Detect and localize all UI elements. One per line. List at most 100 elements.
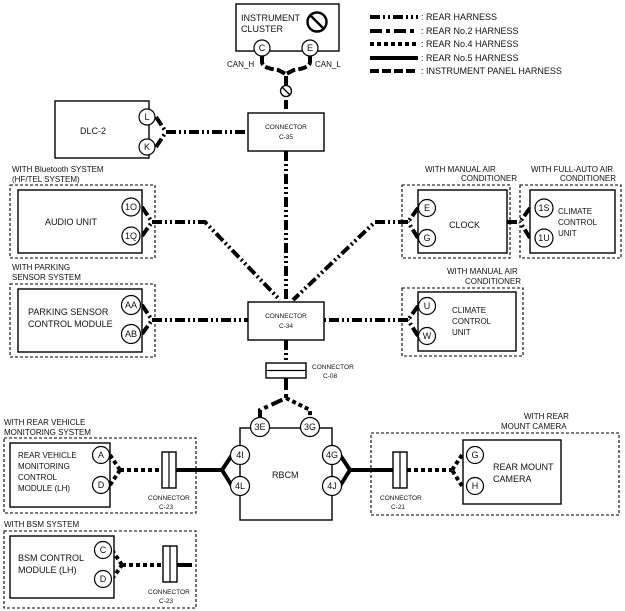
climate-manual-pin-u: U xyxy=(424,301,431,311)
connector-c21 xyxy=(392,451,408,489)
climate-manual-line2: CONTROL xyxy=(452,317,492,326)
rear-vehicle-pin-a: A xyxy=(98,450,104,460)
instrument-cluster-line1: INSTRUMENT xyxy=(241,13,300,23)
clock-pin-e: E xyxy=(424,203,430,213)
rear-vehicle-caption1: WITH REAR VEHICLE xyxy=(4,418,85,427)
bluetooth-caption2: (HF/TEL SYSTEM) xyxy=(12,175,80,184)
rbcm-pin-3e: 3E xyxy=(254,422,265,432)
rbcm-pin-4j: 4J xyxy=(327,481,337,491)
wire-c21-camera xyxy=(407,453,464,488)
c34-line2: C-34 xyxy=(279,323,293,330)
wire-c23-rbcm xyxy=(176,453,234,488)
rbcm-pin-4i: 4I xyxy=(236,450,244,460)
wire-audio xyxy=(140,205,282,302)
wire-c08-3e xyxy=(258,378,288,418)
wire-parking xyxy=(140,303,248,336)
clock-pin-g: G xyxy=(423,233,430,243)
rbcm-pin-4g: 4G xyxy=(326,450,338,460)
rear-vehicle-line1: REAR VEHICLE xyxy=(18,451,77,460)
clock-caption2: CONDITIONER xyxy=(461,174,517,183)
bsm-caption: WITH BSM SYSTEM xyxy=(4,520,79,529)
legend-label-rear: : REAR HARNESS xyxy=(421,12,497,22)
connector-c34: CONNECTOR C-34 xyxy=(247,301,325,341)
rear-vehicle-line3: CONTROL xyxy=(18,473,58,482)
bsm-line1: BSM CONTROL xyxy=(18,553,84,563)
wire-climate-manual xyxy=(324,304,420,338)
climate-manual-group: WITH MANUAL AIR CONDITIONER CLIMATE CONT… xyxy=(401,267,524,357)
audio-unit-label: AUDIO UNIT xyxy=(45,217,98,227)
climate-auto-group: WITH FULL-AUTO AIR CONDITIONER CLIMATE C… xyxy=(519,165,622,259)
wires xyxy=(108,56,532,581)
rear-camera-pin-g: G xyxy=(471,450,478,460)
dlc-label: DLC-2 xyxy=(80,126,106,136)
connector-c23-rear-vehicle xyxy=(161,451,177,489)
pin-c-icon xyxy=(253,39,271,57)
bsm-pin-d: D xyxy=(100,574,107,584)
climate-auto-pin-1s: 1S xyxy=(538,203,549,213)
bsm-group: WITH BSM SYSTEM BSM CONTROL MODULE (LH) … xyxy=(3,520,197,609)
rbcm-label: RBCM xyxy=(272,470,299,480)
rbcm: RBCM 3E 3G 4I 4L 4G 4J xyxy=(229,416,343,521)
bluetooth-group: WITH Bluetooth SYSTEM (HF/TEL SYSTEM) AU… xyxy=(9,165,156,259)
wire-can-l xyxy=(285,56,312,76)
legend-label-instrument-panel: : INSTRUMENT PANEL HARNESS xyxy=(421,66,562,76)
rear-vehicle-pin-d: D xyxy=(98,480,105,490)
wire-bsm xyxy=(110,548,163,581)
prohibited-icon xyxy=(306,11,328,33)
legend-label-rear-no5: : REAR No.5 HARNESS xyxy=(421,53,519,63)
rbcm-pin-3g: 3G xyxy=(304,422,316,432)
parking-group: WITH PARKING SENSOR SYSTEM PARKING SENSO… xyxy=(9,263,156,358)
c08-line1: CONNECTOR xyxy=(312,364,354,371)
wire-clock xyxy=(291,206,420,302)
legend-label-rear-no4: : REAR No.4 HARNESS xyxy=(421,39,519,49)
can-h-label: CAN_H xyxy=(227,60,254,69)
c35-line1: CONNECTOR xyxy=(265,124,307,131)
connector-c35: CONNECTOR C-35 xyxy=(247,112,325,152)
dlc-pin-l: L xyxy=(144,112,149,122)
wire-dlc xyxy=(154,115,248,149)
climate-auto-caption2: CONDITIONER xyxy=(560,174,616,183)
climate-auto-line1: CLIMATE xyxy=(558,207,592,216)
climate-manual-pin-w: W xyxy=(423,331,432,341)
dlc-2: DLC-2 L K xyxy=(54,100,156,159)
rear-vehicle-conn-line2: C-23 xyxy=(159,504,173,511)
can-l-label: CAN_L xyxy=(315,60,341,69)
wire-can-h xyxy=(260,56,288,112)
rear-camera-conn-line1: CONNECTOR xyxy=(380,495,422,502)
bsm-pin-c: C xyxy=(100,545,107,555)
rear-vehicle-line2: MONITORING xyxy=(18,462,70,471)
rbcm-pin-4l: 4L xyxy=(235,481,245,491)
clock-caption1: WITH MANUAL AIR xyxy=(425,165,496,174)
instrument-cluster: INSTRUMENT CLUSTER C E CAN_H CAN_L xyxy=(227,3,341,69)
parking-pin-ab: AB xyxy=(125,329,137,339)
climate-auto-caption1: WITH FULL-AUTO AIR xyxy=(531,165,613,174)
climate-auto-line2: CONTROL xyxy=(558,218,598,227)
parking-caption1: WITH PARKING xyxy=(12,263,70,272)
parking-caption2: SENSOR SYSTEM xyxy=(12,273,81,282)
wire-rbcm-c21 xyxy=(338,453,393,488)
twisted-pair-icon xyxy=(279,84,293,98)
parking-pin-aa: AA xyxy=(125,300,137,310)
connector-c08: CONNECTOR C-08 xyxy=(265,362,354,380)
audio-pin-1q: 1Q xyxy=(125,231,137,241)
legend: : REAR HARNESS : REAR No.2 HARNESS : REA… xyxy=(370,12,562,76)
wire-c08-3g xyxy=(285,396,312,418)
rear-camera-group: WITH REAR MOUNT CAMERA REAR MOUNT CAMERA… xyxy=(370,412,620,516)
bsm-conn-line1: CONNECTOR xyxy=(148,589,190,596)
c35-line2: C-35 xyxy=(279,134,293,141)
rear-vehicle-caption2: MONITORING SYSTEM xyxy=(4,428,91,437)
climate-auto-line3: UNIT xyxy=(558,229,577,238)
climate-auto-pin-1u: 1U xyxy=(538,233,550,243)
instrument-pin-c: C xyxy=(259,43,266,53)
connector-c23-bsm xyxy=(162,545,178,583)
rear-vehicle-conn-line1: CONNECTOR xyxy=(148,495,190,502)
rear-camera-line1: REAR MOUNT xyxy=(493,462,554,472)
clock-label: CLOCK xyxy=(449,220,480,230)
audio-pin-1o: 1O xyxy=(125,202,137,212)
bsm-conn-line2: C-23 xyxy=(159,598,173,605)
parking-line2: CONTROL MODULE xyxy=(28,319,113,329)
instrument-pin-e: E xyxy=(307,43,313,53)
clock-group: WITH MANUAL AIR CONDITIONER CLOCK E G xyxy=(401,165,517,259)
wire-rear-vehicle xyxy=(108,453,162,487)
